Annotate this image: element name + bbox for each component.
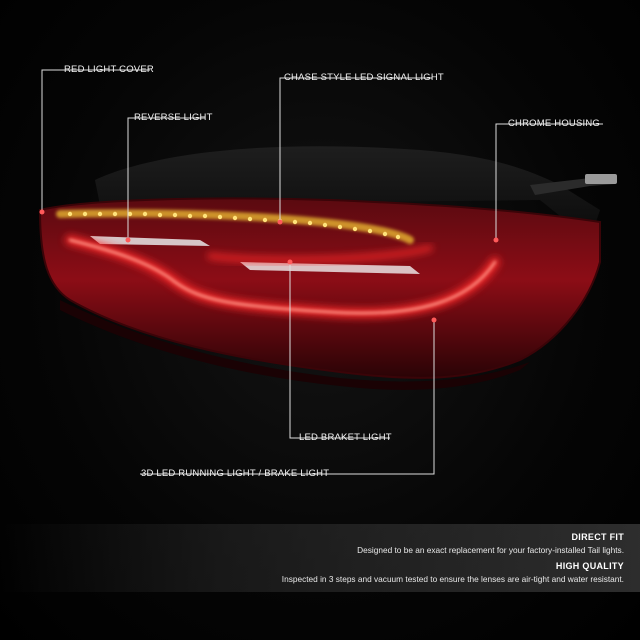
feature-title-direct-fit: DIRECT FIT <box>571 532 624 542</box>
reverse-light-strip <box>90 236 210 246</box>
running-light-glow <box>68 238 497 315</box>
connector-tip <box>585 174 617 184</box>
callout-chase-signal: CHASE STYLE LED SIGNAL LIGHT <box>284 72 444 83</box>
callout-led-braket-light: LED BRAKET LIGHT <box>299 432 392 443</box>
callout-dots <box>39 209 499 323</box>
callout-lines <box>41 69 603 475</box>
housing-back <box>95 146 600 240</box>
callout-red-light-cover: RED LIGHT COVER <box>64 64 154 75</box>
feature-title-high-quality: HIGH QUALITY <box>555 561 624 571</box>
lower-trim <box>60 300 530 390</box>
braket-strip <box>240 262 420 274</box>
callout-running-brake-light: 3D LED RUNNING LIGHT / BRAKE LIGHT <box>141 468 330 479</box>
callout-chrome-housing: CHROME HOUSING <box>508 118 600 129</box>
feature-banner: DIRECT FIT Designed to be an exact repla… <box>0 524 640 592</box>
feature-text-high-quality: Inspected in 3 steps and vacuum tested t… <box>281 574 624 584</box>
feature-text-direct-fit: Designed to be an exact replacement for … <box>357 545 624 555</box>
callout-reverse-light: REVERSE LIGHT <box>134 112 213 123</box>
